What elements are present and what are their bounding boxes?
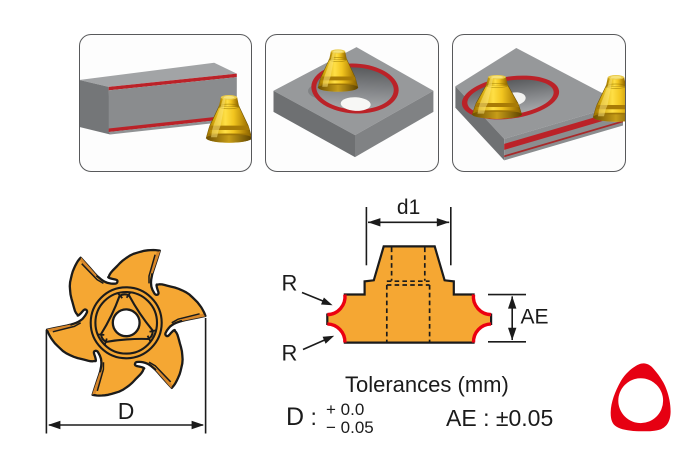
svg-text:D: D: [118, 398, 135, 424]
svg-text:d1: d1: [397, 196, 420, 219]
svg-text:R: R: [282, 271, 298, 296]
svg-text:R: R: [282, 341, 298, 366]
svg-text:AE: AE: [521, 306, 549, 329]
